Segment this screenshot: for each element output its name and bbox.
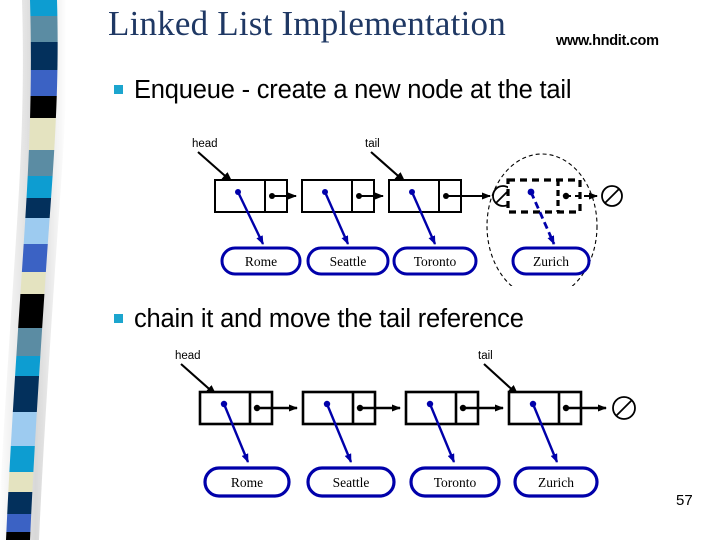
strip-band-17	[6, 446, 58, 472]
watermark-text: www.hndit.com	[556, 33, 659, 49]
node-toronto	[404, 390, 504, 463]
bullet-item-enqueue: Enqueue - create a new node at the tail	[114, 76, 572, 105]
sidebar-strip-svg	[0, 0, 67, 540]
oval-zurich-label: Zurich	[533, 254, 569, 269]
node-zurich	[507, 390, 607, 463]
node-rome-data-link	[236, 191, 265, 245]
pointer-label-head: head	[192, 138, 218, 150]
oval-rome-label: Rome	[231, 475, 263, 490]
oval-rome: Rome	[203, 466, 291, 498]
node-zurich-data-link	[531, 403, 559, 463]
strip-band-14	[6, 356, 58, 376]
strip-band-1	[6, 16, 58, 42]
node-toronto	[388, 179, 491, 245]
node-zurich-next-dot	[562, 192, 570, 200]
pointer-label-head: head	[175, 350, 201, 362]
strip-band-21	[6, 532, 58, 540]
node-toronto-data-link	[410, 191, 437, 245]
strip-band-5	[6, 118, 58, 150]
strip-band-0	[6, 0, 58, 16]
strip-band-4	[6, 96, 58, 118]
square-bullet-icon	[114, 314, 123, 323]
strip-band-13	[6, 328, 58, 356]
oval-seattle: Seattle	[306, 466, 396, 498]
null-marker-after-zurich	[612, 396, 636, 420]
strip-band-8	[6, 198, 58, 218]
node-seattle-data-link	[323, 191, 350, 245]
strip-band-3	[6, 70, 58, 96]
bullet-item-chain: chain it and move the tail reference	[114, 305, 524, 334]
node-toronto-data-link	[428, 403, 456, 463]
strip-band-15	[6, 376, 58, 412]
pointer-arrow-head	[180, 363, 217, 396]
node-rome	[214, 179, 297, 245]
pointer-arrow-head	[197, 151, 233, 183]
strip-band-group	[6, 0, 58, 540]
oval-rome: Rome	[220, 246, 302, 276]
oval-seattle: Seattle	[306, 246, 390, 276]
oval-toronto-label: Toronto	[434, 475, 477, 490]
oval-zurich: Zurich	[513, 466, 599, 498]
node-zurich-data-link	[529, 191, 556, 245]
page-number: 57	[676, 492, 693, 509]
oval-seattle-label: Seattle	[330, 254, 367, 269]
strip-band-11	[6, 272, 58, 294]
diagram-chain: head tail Rome	[160, 340, 690, 520]
strip-band-7	[6, 176, 58, 198]
pointer-arrow-tail	[370, 151, 406, 183]
node-seattle	[301, 179, 384, 245]
strip-band-6	[6, 150, 58, 176]
strip-band-18	[6, 472, 58, 492]
pointer-label-tail: tail	[478, 350, 493, 362]
diagram-enqueue-svg: head tail Rome	[192, 138, 623, 286]
oval-rome-label: Rome	[245, 254, 277, 269]
diagram-chain-svg: head tail Rome	[175, 350, 636, 498]
sidebar-color-strip	[0, 0, 90, 540]
strip-shadow	[0, 0, 67, 540]
oval-zurich: Zurich	[511, 246, 591, 276]
strip-band-10	[6, 244, 58, 272]
null-marker-after-zurich	[601, 185, 623, 207]
pointer-label-tail: tail	[365, 138, 380, 150]
page-title: Linked List Implementation	[108, 4, 506, 43]
oval-toronto-label: Toronto	[414, 254, 457, 269]
diagram-enqueue: head tail Rome	[160, 126, 680, 286]
node-seattle	[301, 390, 401, 463]
bullet-label-chain: chain it and move the tail reference	[134, 305, 524, 333]
strip-band-16	[6, 412, 58, 446]
oval-seattle-label: Seattle	[333, 475, 370, 490]
pointer-arrow-tail	[483, 363, 519, 396]
strip-band-19	[6, 492, 58, 514]
oval-zurich-label: Zurich	[538, 475, 574, 490]
new-node-highlight-oval	[486, 153, 598, 286]
strip-band-12	[6, 294, 58, 328]
node-seattle-data-link	[325, 403, 353, 463]
strip-band-9	[6, 218, 58, 244]
node-rome-data-link	[222, 403, 250, 463]
node-rome	[198, 390, 298, 463]
node-zurich-next-dot	[562, 404, 570, 412]
square-bullet-icon	[114, 85, 123, 94]
node-zurich-new	[506, 178, 598, 245]
oval-toronto: Toronto	[392, 246, 478, 276]
strip-band-20	[6, 514, 58, 532]
oval-toronto: Toronto	[409, 466, 501, 498]
bullet-label-enqueue: Enqueue - create a new node at the tail	[134, 76, 572, 104]
strip-band-2	[6, 42, 58, 70]
